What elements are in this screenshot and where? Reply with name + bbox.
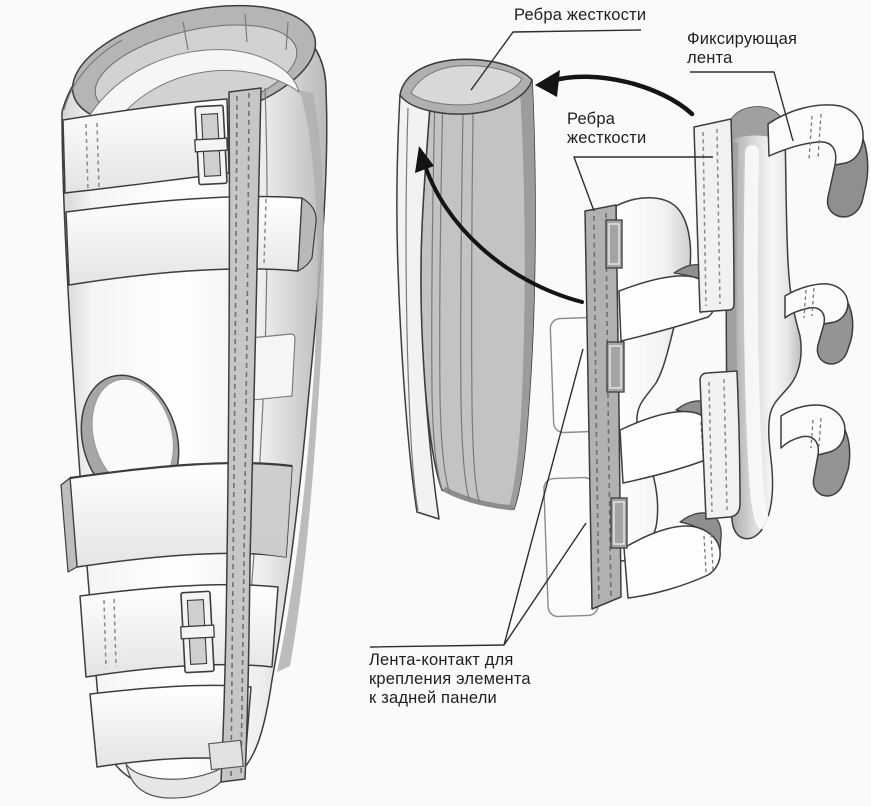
label-fixing-tape: Фиксирующая лента [687,30,797,68]
small-element-strap-lower [623,512,722,599]
side-tab [249,333,296,401]
label-ribs-top: Ребра жесткости [514,6,646,25]
arrowhead-large [535,70,560,97]
fixing-strap-curl [816,302,854,365]
assembly-arrows [415,70,695,304]
label-ribs-side-line1: Ребра [567,110,616,128]
front-element-small [543,196,722,618]
rear-panel-bottom-rim [442,486,514,511]
fixing-strap-curl [812,429,851,497]
leader-lines [369,29,794,648]
keeper-1 [605,219,623,269]
label-fixing-tape-line2: лента [687,49,733,67]
rear-panel-face [420,58,536,510]
brace-strap-1 [62,98,230,194]
brace-buckle-lower [180,590,215,674]
brace-bottom-clip [208,739,244,771]
label-ribs-side-line2: жесткости [567,129,647,147]
rear-panel-right-rim [509,74,536,509]
brace-buckle-upper [194,104,229,186]
rear-panel [396,58,536,520]
leader-ribs-side [573,156,713,212]
label-contact-tape: Лента-контакт для крепления элемента к з… [369,651,531,708]
fixing-strap-middle [784,283,854,365]
stiffener-strip-upper [693,118,735,313]
label-contact-tape-line3: к задней панели [369,689,497,707]
front-element-large [693,104,869,540]
rear-panel-lining-fold-line [405,107,419,511]
leader-fixing-tape [690,71,794,142]
strap-face [623,525,721,599]
opening-front-cuff [87,49,300,144]
assembly-arrow-large [535,70,695,117]
label-ribs-side: Ребра жесткости [567,110,646,148]
fixing-strap-curl [826,138,869,218]
rear-panel-ribs [431,59,481,503]
arrowhead-small [415,146,434,173]
keeper-3 [610,497,628,549]
fixing-strap-band [780,404,846,456]
assembled-brace [60,4,328,799]
label-ribs-top-text: Ребра жесткости [514,6,647,24]
fixing-strap-top [767,104,869,218]
stiffener-strip-lower [699,370,741,520]
label-fixing-tape-line1: Фиксирующая [687,30,798,48]
label-contact-tape-line1: Лента-контакт для [369,651,514,669]
strap-2-wrap [297,197,317,272]
rear-panel-top-rim-inner [410,65,523,106]
leader-ribs-top [470,29,642,91]
brace-center-strip [220,87,262,783]
label-contact-tape-line2: крепления элемента [369,670,531,688]
strap-keepers [605,219,628,549]
side-splint-shade [277,90,325,672]
leader-contact-tape-lower [503,522,587,646]
assembly-arrow-small [415,146,584,304]
keeper-2 [606,341,625,393]
strap-3-endcap [60,477,78,573]
fixing-strap-bottom [780,404,851,497]
front-shell-large-highlight [743,145,770,529]
